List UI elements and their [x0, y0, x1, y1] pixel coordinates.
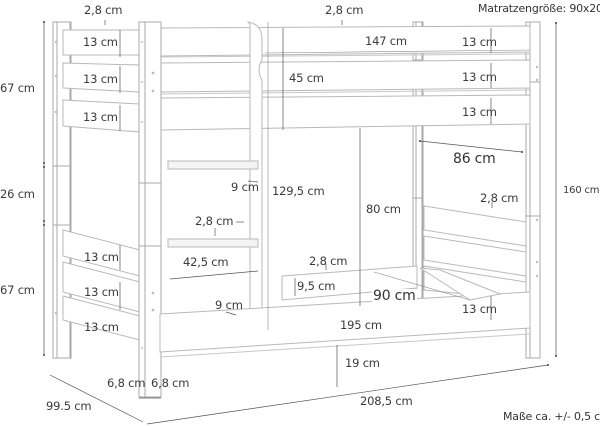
top-left-thickness-label: 2,8 cm	[84, 3, 123, 17]
total-height-label: 160 cm	[563, 185, 600, 196]
guard-height-label: 45 cm	[289, 71, 324, 85]
slat-height-label: 9,5 cm	[297, 279, 336, 293]
slat-thickness-label: 2,8 cm	[309, 254, 348, 268]
ladder-width-label: 42,5 cm	[183, 255, 229, 269]
lower-left-board-3-label: 13 cm	[84, 320, 119, 334]
upper-left-board-3-label: 13 cm	[83, 110, 118, 124]
lower-height-label: 67 cm	[0, 283, 35, 297]
tolerance-note: Maße ca. +/- 0,5 cm	[503, 410, 600, 423]
ladder-thickness-label: 2,8 cm	[195, 214, 234, 228]
upper-right-board-3-label: 13 cm	[462, 105, 497, 119]
under-clearance-label: 80 cm	[366, 202, 401, 216]
lower-left-board-1-label: 13 cm	[84, 250, 119, 264]
upper-rail-length-label: 147 cm	[365, 34, 407, 48]
upper-height-label: 67 cm	[0, 81, 35, 95]
post-width-b-label: 6,8 cm	[151, 376, 190, 390]
ladder-height-label: 129,5 cm	[272, 184, 325, 198]
bottom-step-gap-label: 9 cm	[215, 298, 243, 312]
post-width-a-label: 6,8 cm	[107, 376, 146, 390]
upper-left-board-2-label: 13 cm	[83, 72, 118, 86]
front-right-post	[138, 21, 162, 398]
dimension-lines	[43, 20, 557, 425]
lower-frame	[159, 265, 531, 358]
right-lower-thickness-label: 2,8 cm	[480, 191, 519, 205]
ladder-step-gap-label: 9 cm	[231, 180, 259, 194]
lower-left-board-2-label: 13 cm	[84, 285, 119, 299]
inner-width-label: 90 cm	[372, 288, 417, 304]
top-center-thickness-label: 2,8 cm	[325, 3, 364, 17]
middle-gap-label: 26 cm	[0, 187, 35, 201]
total-length-label: 208,5 cm	[360, 394, 413, 408]
upper-right-board-1-label: 13 cm	[462, 35, 497, 49]
headboard-width-label: 86 cm	[453, 151, 496, 167]
front-headboard	[52, 21, 141, 359]
floor-clearance-label: 19 cm	[345, 356, 380, 370]
total-depth-label: 99.5 cm	[46, 399, 92, 413]
lower-rail-length-label: 195 cm	[340, 318, 382, 332]
mattress-size-note: Matratzengröße: 90x200	[478, 2, 600, 15]
lower-rail-height-label: 13 cm	[462, 302, 497, 316]
upper-right-board-2-label: 13 cm	[462, 70, 497, 84]
upper-left-board-1-label: 13 cm	[83, 35, 118, 49]
